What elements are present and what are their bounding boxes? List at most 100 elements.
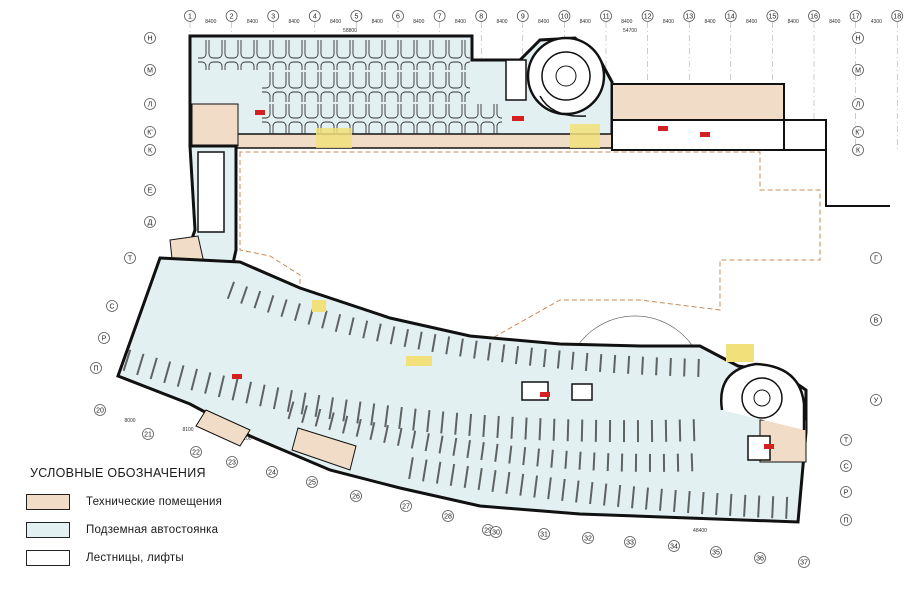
lower-parking-area: [116, 256, 808, 524]
stair-core-2: [571, 383, 593, 401]
svg-text:5: 5: [354, 14, 358, 21]
dim-bottom: 8100: [240, 436, 251, 442]
grid-row-right-9: С: [840, 460, 852, 472]
grid-row-right-2: Л: [852, 98, 864, 110]
svg-text:18: 18: [893, 14, 901, 21]
dim-bottom: 8000: [124, 418, 135, 424]
svg-text:10: 10: [561, 14, 569, 21]
grid-col-bottom-30: 30: [490, 526, 502, 538]
svg-text:8: 8: [479, 14, 483, 21]
dim-top-total: 54700: [623, 28, 637, 34]
grid-col-10: 10: [558, 10, 571, 22]
svg-text:Р: Р: [102, 336, 107, 343]
grid-row-right-8: Т: [840, 434, 852, 446]
svg-text:11: 11: [602, 14, 609, 21]
dim-top-total: 58800: [343, 28, 357, 34]
grid-col-bottom-36: 36: [754, 552, 766, 564]
svg-text:20: 20: [96, 408, 104, 415]
svg-text:29: 29: [484, 528, 492, 535]
svg-text:Д: Д: [148, 220, 153, 227]
grid-row-left-6: Д: [144, 216, 156, 228]
svg-text:12: 12: [644, 14, 652, 21]
svg-text:4: 4: [313, 14, 317, 21]
foundation-arc: [569, 315, 701, 361]
svg-text:Р: Р: [844, 490, 849, 497]
grid-col-8: 8: [475, 10, 488, 22]
dim-top: 8400: [788, 19, 799, 25]
dim-top: 8400: [704, 19, 715, 25]
grid-row-left-1: М: [144, 64, 156, 76]
svg-text:У: У: [874, 398, 879, 405]
svg-text:31: 31: [540, 532, 548, 539]
grid-col-9: 9: [516, 10, 529, 22]
parking-band-lower-1: [226, 281, 701, 377]
red-markers: [232, 110, 774, 449]
grid-col-bottom-21: 21: [142, 428, 154, 440]
svg-text:9: 9: [521, 14, 525, 21]
grid-col-bottom-20: 20: [94, 404, 106, 416]
svg-text:23: 23: [228, 460, 236, 467]
svg-text:2: 2: [230, 14, 234, 21]
tech-zone-lower-1: [195, 409, 251, 447]
dim-top: 8400: [538, 19, 549, 25]
grid-col-bottom-33: 33: [624, 536, 636, 548]
grid-col-2: 2: [225, 10, 238, 22]
grid-col-1: 1: [184, 10, 196, 22]
grid-row-left-lower-3: П: [90, 362, 102, 374]
grid-col-5: 5: [350, 10, 363, 22]
dim-top: 8400: [455, 19, 466, 25]
svg-text:Т: Т: [844, 438, 849, 445]
svg-text:35: 35: [712, 550, 720, 557]
svg-text:13: 13: [685, 14, 693, 21]
highlight-upper-2: [570, 124, 600, 148]
parking-row-upper-2: [262, 72, 470, 102]
grid-col-bottom-31: 31: [538, 528, 550, 540]
svg-text:6: 6: [396, 14, 400, 21]
grid-row-right-7: У: [870, 394, 882, 406]
grid-row-left-0: Н: [144, 32, 156, 44]
svg-text:27: 27: [402, 504, 410, 511]
legend-swatch-stairs: [26, 550, 70, 566]
grid-col-bottom-35: 35: [710, 546, 722, 558]
grid-col-bottom-34: 34: [668, 540, 680, 552]
grid-col-bottom-25: 25: [306, 476, 318, 488]
grid-col-bottom-32: 32: [582, 532, 594, 544]
upper-right-boundary: [783, 84, 890, 207]
grid-col-bottom-28: 28: [442, 510, 454, 522]
svg-text:37: 37: [800, 560, 808, 567]
stair-core-1: [521, 381, 549, 401]
svg-text:22: 22: [192, 450, 200, 457]
svg-text:Е: Е: [148, 188, 153, 195]
svg-text:М: М: [855, 68, 861, 75]
dim-top: 8400: [580, 19, 591, 25]
grid-col-bottom-37: 37: [798, 556, 810, 568]
grid-col-7: 7: [433, 10, 446, 22]
grid-row-left-3: К': [144, 126, 156, 138]
dim-top: 8400: [205, 19, 216, 25]
dim-top: 8400: [288, 19, 299, 25]
legend-item-parking: Подземная автостоянка: [22, 516, 282, 544]
grid-row-right-3: К': [852, 126, 864, 138]
grid-col-bottom-22: 22: [190, 446, 202, 458]
dim-top: 8400: [621, 19, 632, 25]
legend-item-technical: Технические помещения: [22, 488, 282, 516]
dim-top: 8400: [413, 19, 424, 25]
svg-text:16: 16: [810, 14, 818, 21]
svg-text:Л: Л: [148, 102, 153, 109]
highlight-lower-2: [406, 356, 432, 366]
tech-zone-upper-right: [611, 83, 785, 121]
grid-row-right-5: Г: [870, 252, 882, 264]
grid-row-right-6: В: [870, 314, 882, 326]
grid-col-15: 15: [766, 10, 779, 22]
svg-text:32: 32: [584, 536, 592, 543]
svg-text:Л: Л: [856, 102, 861, 109]
grid-row-left-5: Е: [144, 184, 156, 196]
parking-row-upper-1: [198, 40, 470, 70]
grid-row-right-1: М: [852, 64, 864, 76]
grid-col-bottom-27: 27: [400, 500, 412, 512]
grid-col-14: 14: [724, 10, 737, 22]
svg-text:П: П: [843, 518, 848, 525]
